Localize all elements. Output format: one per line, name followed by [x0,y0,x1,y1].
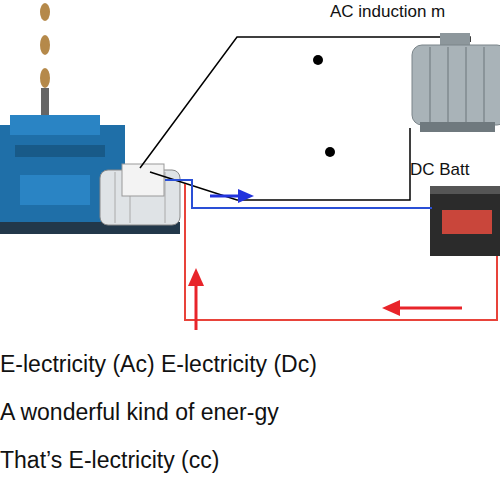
engine-detail [20,175,90,205]
control-box [122,164,164,196]
motor-fin [465,47,467,123]
dc-wire-blue [165,180,432,208]
node-label: DC Batt [410,160,470,180]
motor-feet [420,122,495,132]
motor-fin [429,47,431,123]
lyric-line: That’s E-lectricity (cc) [0,446,219,474]
motor-fin [483,47,485,123]
flow-arrow [398,307,462,310]
flow-arrow-head [382,300,400,316]
alternator-rib [115,172,116,223]
smoke-puff [40,35,50,55]
terminal-dot [313,55,323,65]
battery-label-plate [442,210,492,234]
motor-node: AC induction m [330,2,500,135]
ac-motor [412,45,500,125]
ac-wire [150,128,410,200]
motor-fin [447,47,449,123]
battery-node: DC Batt [410,160,500,258]
smoke-puff [40,3,50,21]
lyric-line: A wonderful kind of ener-gy [0,398,279,426]
flow-arrow-head [188,268,204,286]
terminal-dot [325,147,335,157]
flow-arrow-head [238,189,254,203]
node-label: AC induction m [330,2,445,22]
smoke-puff [40,68,50,88]
lyric-line: E-lectricity (Ac) E-lectricity (Dc) [0,350,317,378]
engine-manifold [10,115,100,135]
flow-arrow [195,284,198,330]
engine-detail [15,145,105,157]
dc-battery [430,194,500,256]
flow-arrow [210,195,240,198]
dc-wire-red [185,184,497,320]
